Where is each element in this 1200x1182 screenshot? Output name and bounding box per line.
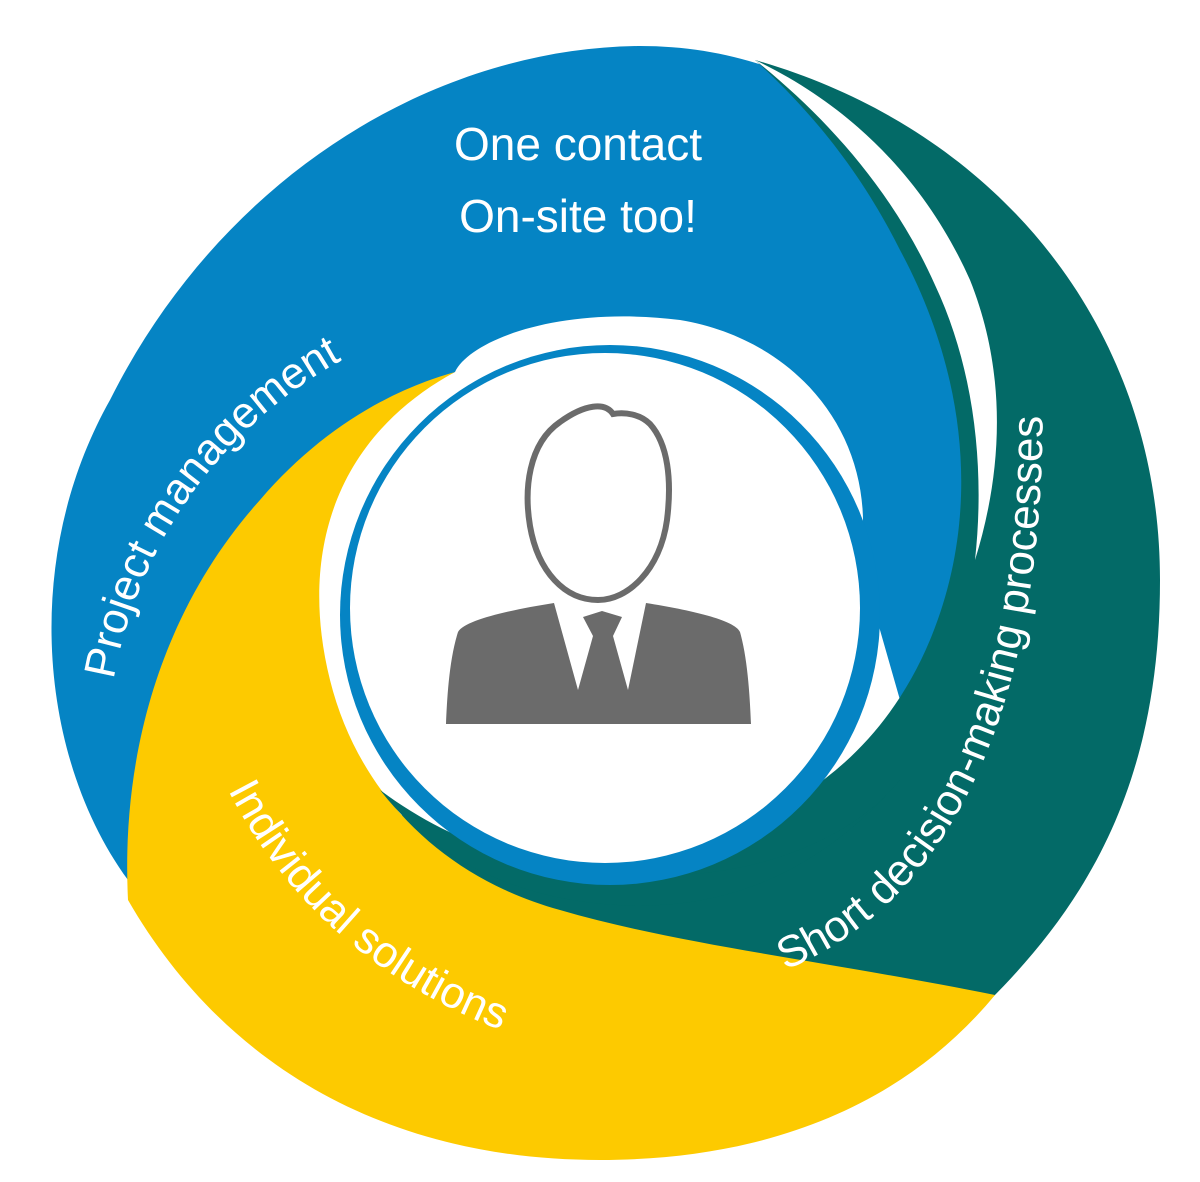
top-text-line1: One contact <box>454 118 702 170</box>
segment-project-management <box>51 46 1013 880</box>
suit-body <box>446 603 751 724</box>
businessman-icon <box>446 403 751 724</box>
segment-individual-solutions <box>127 372 996 1160</box>
head-outline <box>524 403 672 604</box>
gap-teal-blue <box>755 60 997 560</box>
center-circle <box>350 353 860 863</box>
inner-teal-edge <box>380 780 900 906</box>
top-text-line2: On-site too! <box>459 190 697 242</box>
